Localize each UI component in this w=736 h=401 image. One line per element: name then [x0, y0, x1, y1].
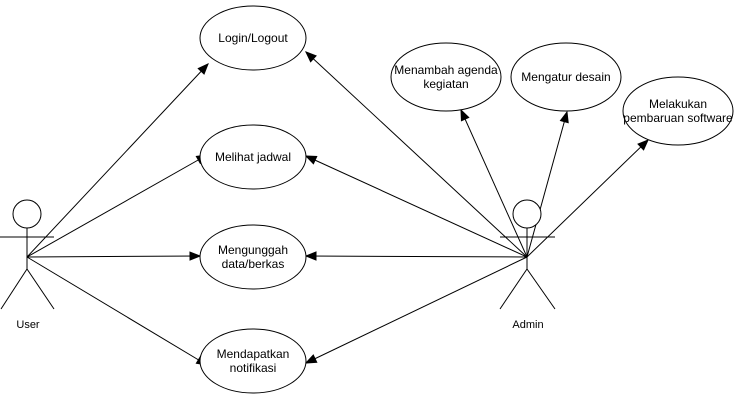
association-user-unggah: [26, 251, 202, 261]
association-admin-software: [526, 139, 649, 258]
use-case-label: notifikasi: [230, 361, 277, 375]
actor-user-left-leg: [0, 268, 28, 310]
association-user-login: [26, 63, 209, 258]
association-line: [305, 255, 528, 258]
use-case-label: Mengunggah: [218, 243, 288, 257]
use-case-label: Melakukan: [649, 97, 707, 111]
use-case-login[interactable]: Login/Logout: [199, 5, 307, 71]
actor-admin[interactable]: Admin: [499, 199, 556, 331]
use-case-jadwal[interactable]: Melihat jadwal: [199, 124, 307, 190]
association-admin-notif: [304, 256, 528, 364]
arrowhead: [460, 108, 470, 122]
actor-admin-left-leg: [499, 268, 528, 310]
use-case-desain[interactable]: Mengatur desain: [510, 42, 622, 112]
association-line: [26, 154, 208, 258]
use-case-label: Melihat jadwal: [215, 150, 291, 164]
arrowhead: [304, 354, 318, 364]
association-admin-agenda: [460, 108, 528, 258]
use-case-ellipse: [199, 124, 307, 190]
use-case-label: kegiatan: [423, 77, 468, 91]
use-case-ellipse: [622, 76, 734, 146]
association-line: [305, 256, 528, 364]
use-case-label: Mengatur desain: [521, 70, 610, 84]
association-line: [305, 51, 528, 258]
arrowhead: [305, 51, 317, 63]
actor-admin-head: [512, 199, 542, 229]
use-case-label: Menambah agenda: [394, 63, 498, 77]
use-case-label: Mendapatkan: [217, 347, 290, 361]
use-case-ellipse: [199, 328, 307, 394]
association-user-notif: [26, 256, 209, 366]
actor-user-label: User: [16, 319, 40, 331]
use-case-ellipse: [199, 224, 307, 290]
arrowhead: [197, 63, 209, 75]
association-line: [305, 155, 528, 258]
actor-user-head: [12, 199, 42, 229]
use-case-ellipse: [199, 5, 307, 71]
association-admin-login: [305, 51, 528, 258]
use-case-label: Login/Logout: [218, 31, 288, 45]
actor-admin-right-leg: [526, 268, 556, 310]
associations: [26, 51, 649, 366]
association-line: [526, 111, 568, 258]
arrowhead: [304, 251, 317, 261]
use-case-ellipse: [390, 42, 502, 112]
arrowhead: [637, 139, 649, 151]
association-admin-jadwal: [304, 155, 528, 258]
use-case-ellipse: [510, 42, 622, 112]
association-admin-unggah: [304, 251, 528, 261]
association-user-jadwal: [26, 154, 209, 258]
actor-user[interactable]: User: [0, 199, 55, 331]
association-line: [526, 139, 649, 258]
actor-user-right-leg: [26, 268, 55, 310]
actors: User Admin: [0, 199, 556, 331]
use-case-label: data/berkas: [222, 257, 285, 271]
arrowhead: [304, 155, 318, 165]
association-line: [460, 109, 528, 258]
actor-admin-label: Admin: [512, 319, 543, 331]
use-case-label: pembaruan software: [623, 111, 733, 125]
arrowhead: [559, 110, 569, 124]
association-line: [26, 256, 208, 366]
association-line: [26, 63, 209, 258]
association-admin-desain: [526, 110, 569, 258]
arrowhead: [189, 251, 202, 261]
association-line: [26, 255, 201, 258]
